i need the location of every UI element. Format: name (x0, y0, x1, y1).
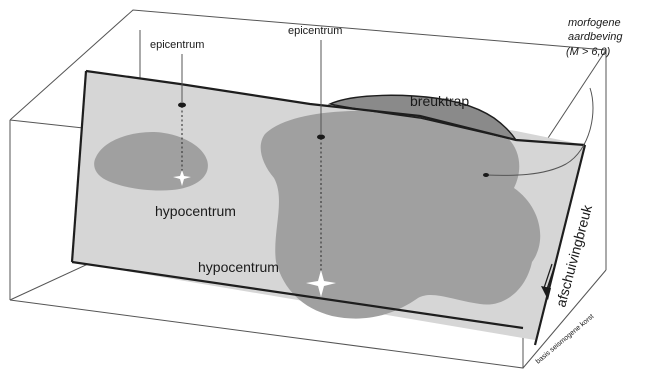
label-epicentrum-center: epicentrum (288, 25, 342, 37)
label-basis-layer: basis seismogene korst (535, 313, 596, 365)
label-hypocentrum-center: hypocentrum (198, 259, 279, 275)
label-hypocentrum-left: hypocentrum (155, 203, 236, 219)
morfogene-point (483, 173, 489, 177)
epicentrum-dot-center (317, 135, 325, 140)
label-breuktrap: breuktrap (410, 93, 469, 109)
epicentrum-dot-left (178, 103, 186, 108)
label-morfogene-2: aardbeving (568, 31, 623, 43)
label-morfogene-3: (M > 6,0) (566, 46, 611, 58)
label-morfogene-1: morfogene (568, 17, 621, 29)
rupture-zone-large (261, 111, 541, 319)
label-epicentrum-left: epicentrum (150, 39, 204, 51)
